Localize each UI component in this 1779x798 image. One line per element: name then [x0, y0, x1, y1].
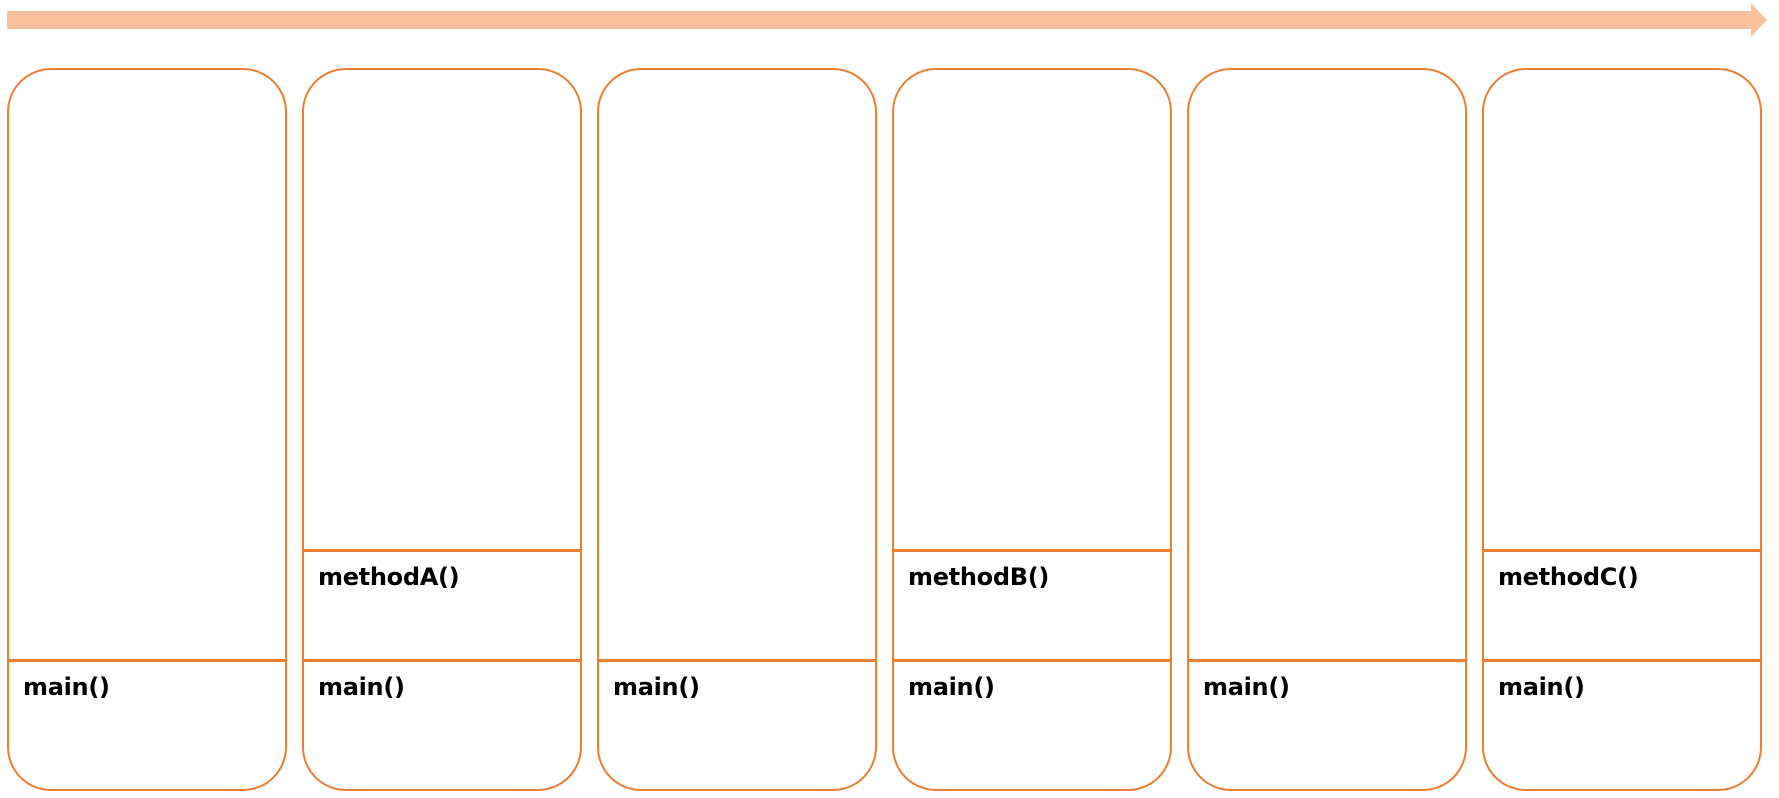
- frame-label: main(): [318, 673, 405, 701]
- stack-frame-main: main(): [599, 659, 875, 789]
- call-stack-2: methodA() main(): [302, 68, 582, 791]
- frame-label: methodA(): [318, 563, 460, 591]
- frame-label: main(): [613, 673, 700, 701]
- stack-frame-main: main(): [9, 659, 285, 789]
- frame-label: main(): [1203, 673, 1290, 701]
- stack-frame-main: main(): [1189, 659, 1465, 789]
- stack-frame-main: main(): [894, 659, 1170, 789]
- frame-label: main(): [1498, 673, 1585, 701]
- frame-label: methodC(): [1498, 563, 1639, 591]
- frame-label: main(): [23, 673, 110, 701]
- stack-frame-method-b: methodB(): [894, 549, 1170, 659]
- call-stack-6: methodC() main(): [1482, 68, 1762, 791]
- stack-frame-method-a: methodA(): [304, 549, 580, 659]
- stack-frame-method-c: methodC(): [1484, 549, 1760, 659]
- call-stack-4: methodB() main(): [892, 68, 1172, 791]
- call-stack-1: main(): [7, 68, 287, 791]
- call-stack-5: main(): [1187, 68, 1467, 791]
- timeline-arrow-shape: [7, 3, 1767, 37]
- frame-label: main(): [908, 673, 995, 701]
- timeline-arrow-icon: [7, 3, 1767, 37]
- call-stack-3: main(): [597, 68, 877, 791]
- frame-label: methodB(): [908, 563, 1050, 591]
- stack-frame-main: main(): [304, 659, 580, 789]
- stack-frame-main: main(): [1484, 659, 1760, 789]
